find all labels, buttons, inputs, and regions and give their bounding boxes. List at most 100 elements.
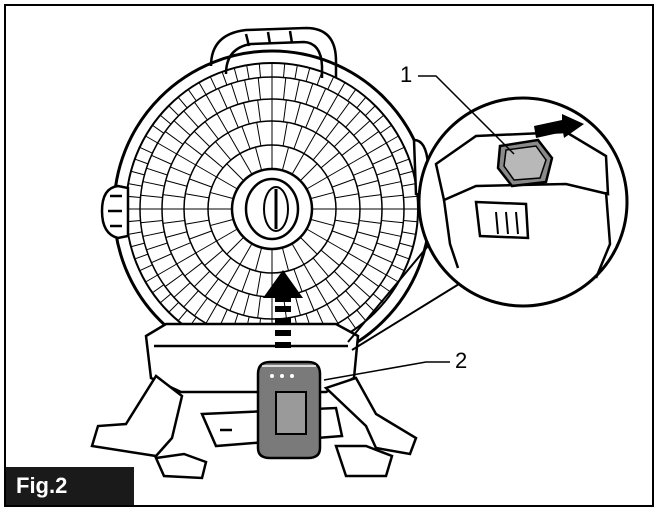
grille-spoke	[403, 220, 418, 223]
grille-spoke	[347, 316, 357, 329]
slide-arrow	[534, 114, 584, 138]
grille-spoke	[145, 135, 158, 144]
grille-spoke	[152, 124, 165, 134]
grille-spoke	[239, 243, 253, 265]
grille-spoke	[204, 249, 224, 266]
grille-spoke	[258, 63, 261, 78]
grille-spoke	[341, 262, 360, 277]
grille-spoke	[128, 183, 143, 187]
grille-spoke	[241, 126, 251, 150]
grille-spoke	[336, 101, 350, 121]
grille-spoke	[399, 242, 414, 248]
grille-spoke	[176, 153, 197, 166]
grille-spoke	[205, 94, 218, 114]
grille-spoke	[165, 231, 188, 238]
grille-spoke	[376, 242, 398, 251]
grille-spoke	[173, 120, 191, 136]
grille-spoke	[327, 240, 349, 254]
grille-spoke	[331, 230, 355, 240]
grille-spoke	[257, 296, 262, 319]
grille-spoke	[356, 96, 367, 109]
grille-spoke	[334, 193, 359, 199]
grille-spoke	[315, 284, 328, 305]
grille-spoke	[326, 304, 339, 324]
grille-spoke	[353, 282, 371, 298]
grille-spoke	[353, 242, 374, 252]
grille-spoke	[395, 158, 410, 165]
grille-spoke	[326, 94, 339, 114]
grille-spoke	[152, 284, 165, 294]
grille-spoke	[310, 191, 334, 200]
grille-spoke	[184, 141, 203, 156]
grille-spoke	[204, 278, 219, 297]
grille-spoke	[164, 131, 184, 145]
grille-spoke	[320, 152, 340, 169]
grille-spoke	[347, 252, 368, 265]
grille-spoke	[386, 135, 399, 144]
grille-spoke	[356, 309, 367, 322]
grille-spoke	[316, 71, 323, 86]
grille-spoke	[376, 167, 398, 176]
grille-spoke	[333, 130, 351, 148]
grille-spoke	[165, 180, 188, 187]
grille-spoke	[210, 191, 234, 200]
grille-spoke	[360, 273, 380, 287]
grille-spoke	[195, 164, 217, 178]
grille-spoke	[157, 263, 177, 276]
grille-spoke	[379, 231, 402, 237]
grille-spoke	[367, 263, 387, 276]
grille-spoke	[293, 126, 303, 150]
grille-spoke	[229, 107, 239, 128]
figure-frame: 1 2 Fig.2	[4, 4, 654, 507]
grille-spoke	[293, 268, 303, 292]
grille-spoke	[204, 152, 224, 169]
grille-spoke	[257, 77, 261, 100]
grille-spoke	[372, 253, 393, 264]
grille-spoke	[359, 219, 382, 224]
grille-spoke	[145, 274, 158, 283]
grille-spoke	[210, 218, 234, 227]
grille-spoke	[130, 170, 145, 176]
fan-guard	[112, 49, 432, 369]
grille-spoke	[379, 124, 392, 134]
grille-spoke	[128, 231, 143, 235]
grille-spoke	[227, 264, 241, 286]
grille-spoke	[177, 96, 188, 109]
grille-spoke	[283, 77, 287, 100]
grille-spoke	[333, 270, 351, 288]
grille-spoke	[345, 110, 361, 128]
grille-spoke	[134, 158, 149, 165]
grille-spoke	[243, 102, 250, 125]
grille-spoke	[305, 107, 315, 128]
grille-spoke	[130, 242, 145, 248]
grille-spoke	[142, 231, 165, 237]
callout-leaders	[323, 75, 515, 381]
grille-spoke	[306, 176, 328, 190]
grille-spoke	[356, 231, 379, 238]
grille-spoke	[139, 146, 153, 154]
grille-spoke	[281, 247, 290, 271]
grille-spoke	[209, 76, 217, 90]
grille-spoke	[299, 163, 318, 182]
grille-spoke	[325, 278, 340, 297]
grille-spoke	[204, 121, 219, 140]
grille-spoke	[229, 290, 239, 311]
grille-spoke	[316, 88, 327, 109]
grille-spoke	[372, 154, 393, 165]
grille-spoke	[353, 166, 374, 176]
grille-spoke	[305, 67, 311, 82]
grille-spoke	[403, 195, 418, 198]
grille-spoke	[372, 114, 385, 125]
grille-spoke	[146, 242, 168, 251]
grille-spoke	[205, 304, 218, 324]
grille-spoke	[256, 122, 262, 147]
grille-spoke	[305, 83, 314, 105]
grille-spoke	[168, 105, 180, 117]
grille-spoke	[142, 181, 165, 187]
grille-spoke	[401, 231, 416, 235]
grille-spoke	[312, 257, 329, 277]
grille-spoke	[299, 236, 318, 255]
grille-spoke	[331, 178, 355, 188]
grille-spoke	[157, 142, 177, 155]
grille-spoke	[379, 181, 402, 187]
